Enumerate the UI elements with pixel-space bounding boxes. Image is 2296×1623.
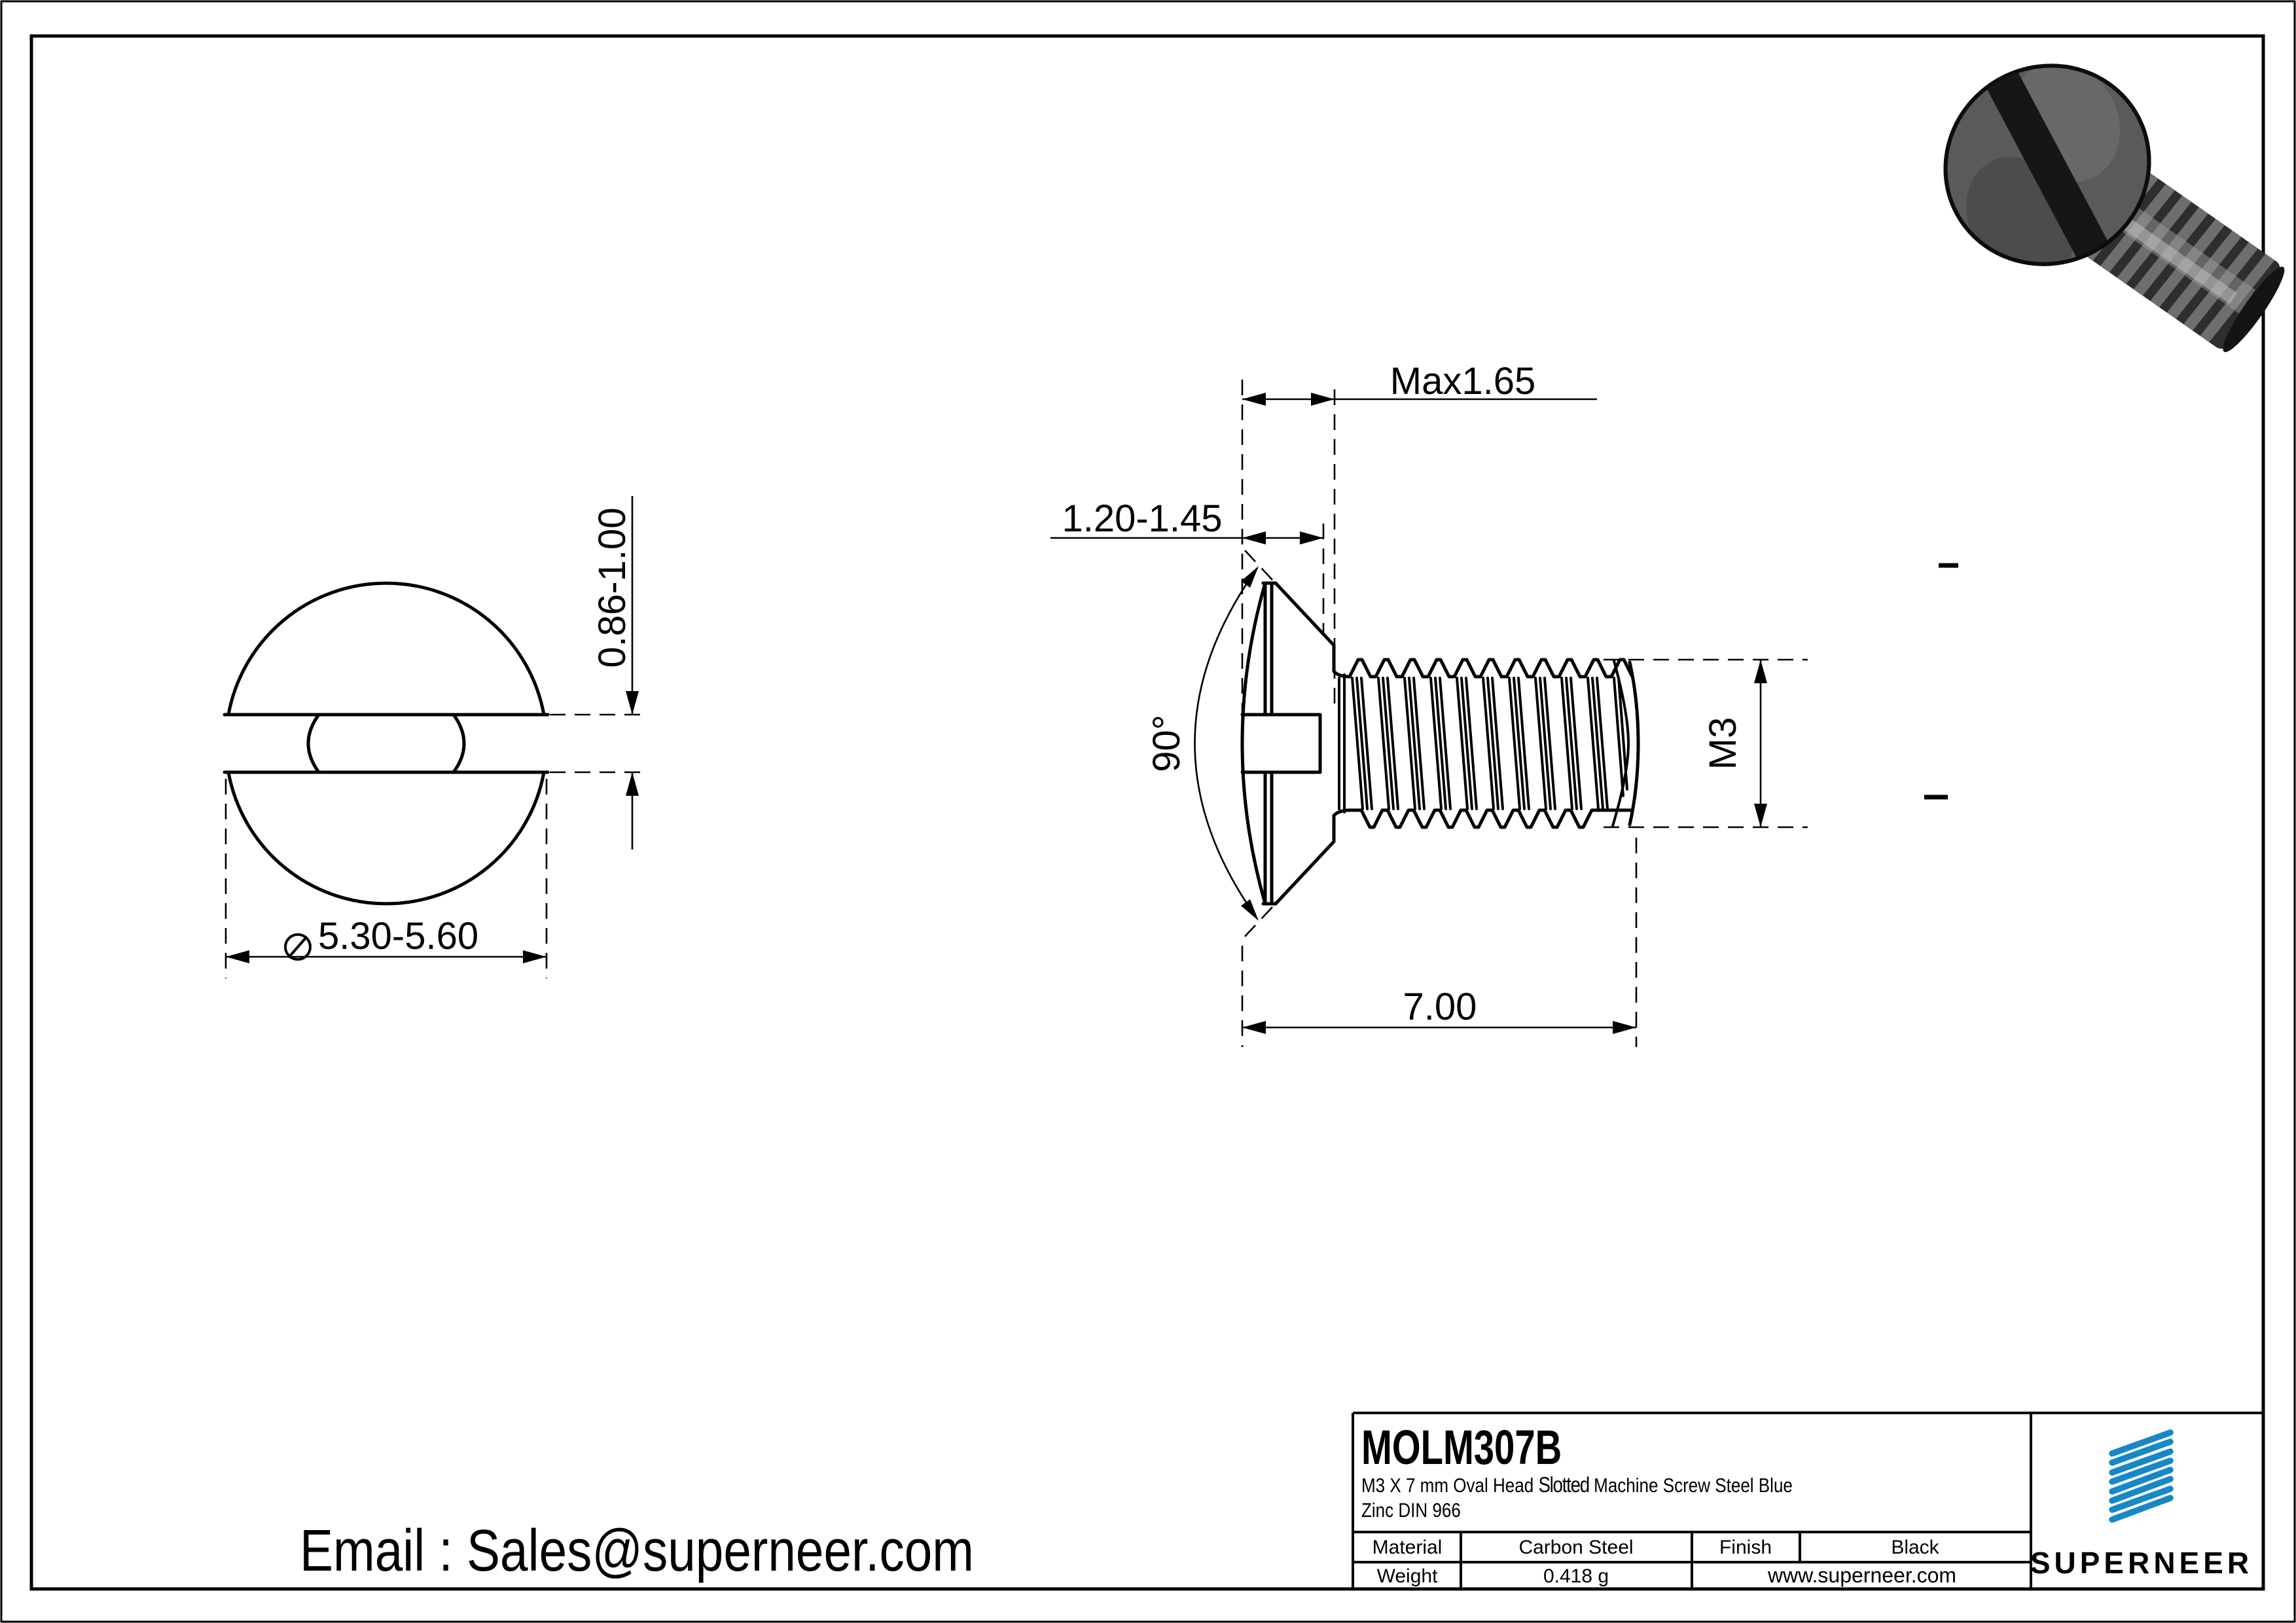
dimension-head-height-range: 1.20-1.45 xyxy=(1050,497,1325,635)
material-value: Carbon Steel xyxy=(1518,1537,1633,1558)
neck-edges xyxy=(1338,673,1346,813)
email-text: Email : Sales@superneer.com xyxy=(300,1517,974,1583)
head-bottom-arc xyxy=(226,770,546,906)
slot-floor-right-arc xyxy=(452,713,466,774)
weight-value: 0.418 g xyxy=(1543,1565,1609,1587)
dimension-slot-width: 0.86-1.00 xyxy=(550,496,645,849)
dimension-head-height-max: Max1.65 xyxy=(1241,360,1597,759)
description-seg1: M3 X 7 mm Oval Head xyxy=(1361,1474,1538,1497)
weight-label: Weight xyxy=(1377,1565,1438,1587)
length-label: 7.00 xyxy=(1403,986,1477,1028)
description-line1: M3 X 7 mm Oval Head Slotted Machine Scre… xyxy=(1361,1473,1793,1497)
dimension-length: 7.00 xyxy=(1241,838,1638,1047)
material-label: Material xyxy=(1372,1537,1443,1558)
slot-width-label: 0.86-1.00 xyxy=(591,507,634,668)
brand-name: SUPERNEER xyxy=(2030,1546,2253,1580)
website-link[interactable]: www.superneer.com xyxy=(1767,1563,1956,1587)
countersink-angle-label: 90° xyxy=(1145,715,1188,772)
head-height-range-label: 1.20-1.45 xyxy=(1062,497,1222,540)
description-seg3: Machine Screw Steel Blue xyxy=(1589,1474,1793,1497)
dimension-countersink-angle: 90° xyxy=(1145,550,1273,937)
description-line2: Zinc DIN 966 xyxy=(1361,1499,1461,1522)
thread-bottom-profile xyxy=(1348,808,1633,829)
superneer-logo: SUPERNEER xyxy=(2030,1429,2253,1580)
thread-top-profile xyxy=(1348,658,1634,679)
drawing-frame xyxy=(29,34,2265,1591)
front-view: 0.86-1.00 5.30-5.60 xyxy=(223,496,645,978)
side-view: Max1.65 1.20-1.45 90° M3 xyxy=(1050,360,1958,1047)
logo-stripes-icon xyxy=(2109,1429,2174,1523)
thread-flank-lines xyxy=(1351,677,1628,810)
dimension-thread-size: M3 xyxy=(1604,658,1808,829)
dome-arc xyxy=(1240,581,1267,906)
cone-bottom-edge xyxy=(1274,808,1352,906)
thread-end-chamfer xyxy=(1611,660,1630,827)
slot-wall-lines xyxy=(1263,581,1274,906)
part-number: MOLM307B xyxy=(1361,1421,1562,1474)
screw-tip xyxy=(2223,266,2285,353)
cone-top-edge xyxy=(1274,581,1352,679)
head-slot xyxy=(1982,64,2112,266)
stray-marks xyxy=(1924,563,1958,800)
description-seg2: Slotted xyxy=(1538,1473,1588,1497)
diameter-symbol-icon xyxy=(284,933,312,961)
head-height-max-label: Max1.65 xyxy=(1390,360,1535,402)
slot-floor-left-arc xyxy=(306,713,321,774)
screw-head xyxy=(1943,62,2151,283)
thread-size-label: M3 xyxy=(1702,717,1744,770)
finish-label: Finish xyxy=(1719,1537,1772,1558)
finish-value: Black xyxy=(1891,1537,1939,1558)
head-diameter-label: 5.30-5.60 xyxy=(318,915,478,957)
thread-end-edge xyxy=(1628,660,1640,827)
screw-3d-render xyxy=(1943,62,2285,353)
slot-notch xyxy=(1240,713,1322,774)
head-top-arc xyxy=(226,581,546,717)
title-block: MOLM307B M3 X 7 mm Oval Head Slotted Mac… xyxy=(1352,1412,2263,1589)
title-block-grid xyxy=(1352,1412,2263,1589)
dimension-head-diameter: 5.30-5.60 xyxy=(224,779,548,978)
